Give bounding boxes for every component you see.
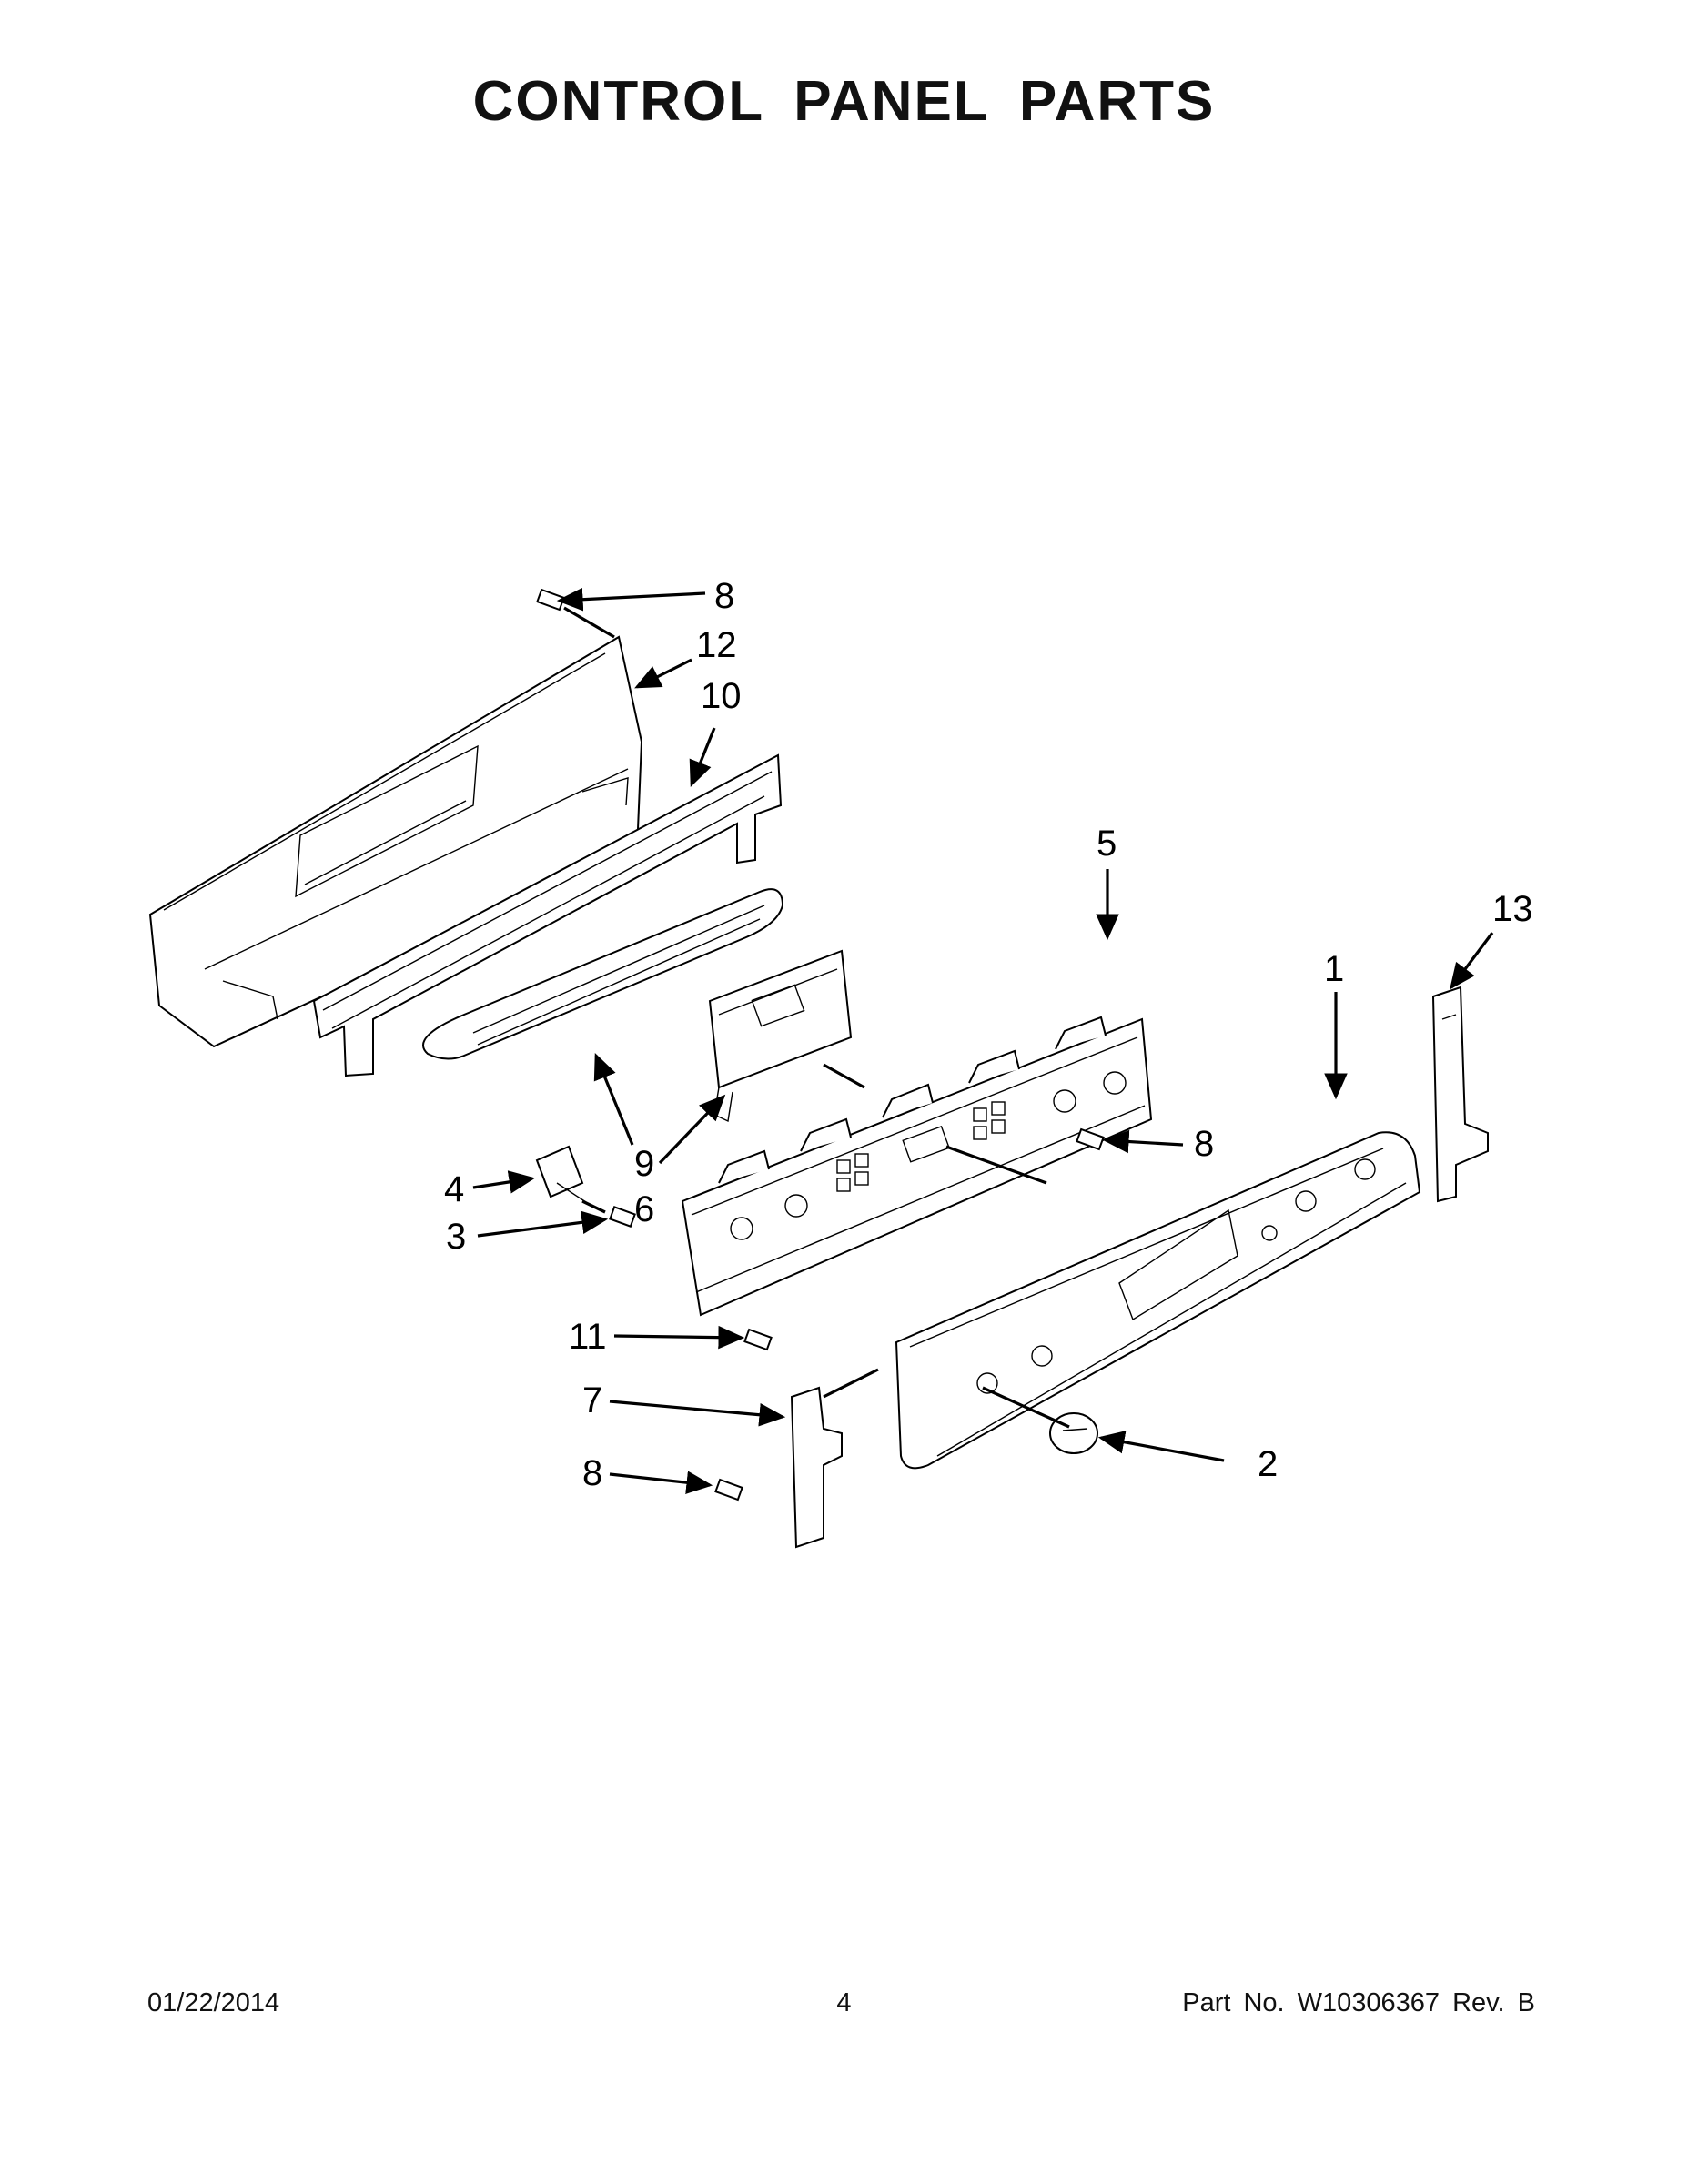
part-4-switch	[535, 1145, 592, 1207]
alignment-lines	[563, 606, 1070, 1429]
callout-leaders	[472, 587, 1494, 1494]
part-7-left-bracket	[790, 1386, 843, 1549]
part-9-trim	[422, 888, 784, 1060]
footer-part-number: Part No. W10306367 Rev. B	[1182, 1988, 1535, 2017]
part-2-knob	[1049, 1412, 1098, 1454]
footer-page-number: 4	[836, 1988, 852, 2017]
callout-13: 13	[1492, 889, 1533, 929]
part-10-trim-channel	[312, 753, 783, 1077]
page-title: CONTROL PANEL PARTS	[472, 70, 1216, 133]
screw-8-bottom	[714, 1478, 743, 1502]
screw-11	[743, 1328, 773, 1351]
callout-8: 8	[714, 576, 734, 616]
part-13-right-bracket	[1431, 986, 1489, 1203]
screw-8-middle	[1076, 1127, 1105, 1151]
callout-12: 12	[696, 625, 737, 665]
callout-1: 1	[1324, 949, 1344, 989]
callout-11: 11	[569, 1317, 607, 1357]
footer-date: 01/22/2014	[147, 1988, 280, 2017]
callout-7: 7	[582, 1380, 602, 1421]
part-1-control-console	[895, 1131, 1421, 1470]
part-5-control-frame	[681, 1016, 1153, 1317]
callout-3: 3	[446, 1217, 466, 1257]
callout-8: 8	[1194, 1124, 1214, 1164]
screw-3	[609, 1206, 636, 1228]
callout-5: 5	[1097, 824, 1117, 864]
callout-2: 2	[1258, 1444, 1278, 1484]
callout-9: 9	[634, 1144, 654, 1184]
callout-labels: 8 12 10 5 13 1 8 9 6 4 3 11 7 8 2	[444, 576, 1533, 1493]
callout-4: 4	[444, 1169, 464, 1209]
part-6-electronic-control	[708, 949, 853, 1123]
callout-10: 10	[701, 676, 742, 716]
callout-8: 8	[582, 1453, 602, 1493]
callout-6: 6	[634, 1189, 654, 1229]
